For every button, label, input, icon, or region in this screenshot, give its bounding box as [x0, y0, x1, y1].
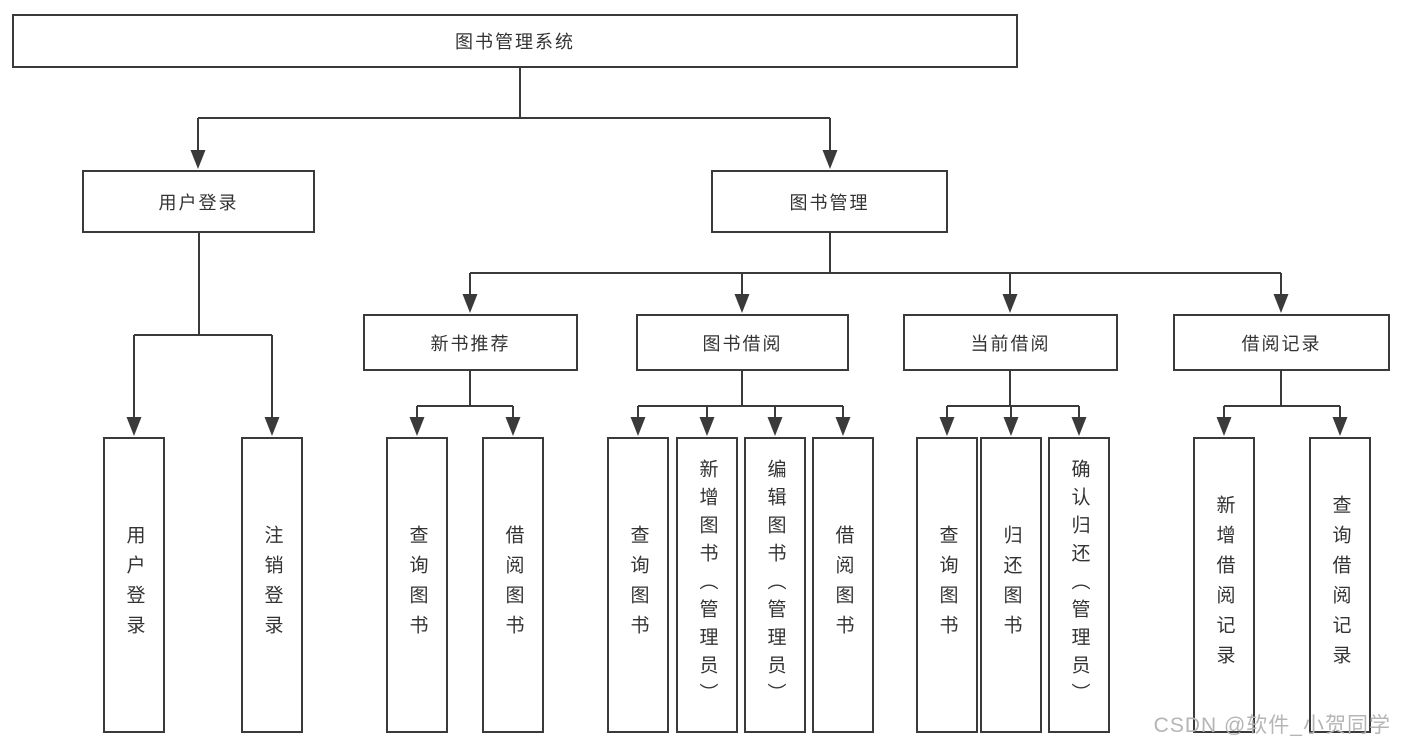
- node-book-borrow-label: 图书借阅: [702, 333, 783, 354]
- node-book-borrow: 图书借阅: [636, 314, 849, 371]
- node-leaf-br-add-record: 新增借阅记录: [1193, 437, 1255, 733]
- node-leaf-bb-edit-book-label: 编辑图书（管理员）: [764, 459, 786, 711]
- node-leaf-nb-query-book: 查询图书: [386, 437, 448, 733]
- node-leaf-cb-confirm-return-label: 确认归还（管理员）: [1068, 459, 1090, 711]
- node-borrow-records-label: 借阅记录: [1241, 333, 1322, 354]
- node-book-management-label: 图书管理: [789, 192, 870, 213]
- node-leaf-user-login: 用户登录: [103, 437, 165, 733]
- node-leaf-logout: 注销登录: [241, 437, 303, 733]
- node-leaf-cb-query-book-label: 查询图书: [936, 525, 958, 645]
- node-leaf-bb-add-book: 新增图书（管理员）: [676, 437, 738, 733]
- node-leaf-bb-borrow-book: 借阅图书: [812, 437, 874, 733]
- node-book-management: 图书管理: [711, 170, 948, 233]
- node-leaf-cb-return-book-label: 归还图书: [1000, 525, 1022, 645]
- node-current-borrow-label: 当前借阅: [970, 333, 1051, 354]
- node-leaf-br-add-record-label: 新增借阅记录: [1213, 495, 1235, 675]
- node-leaf-cb-return-book: 归还图书: [980, 437, 1042, 733]
- node-leaf-br-query-record-label: 查询借阅记录: [1329, 495, 1351, 675]
- node-leaf-bb-edit-book: 编辑图书（管理员）: [744, 437, 806, 733]
- csdn-watermark: CSDN @软件_小贺同学: [1153, 714, 1391, 737]
- connector-paths: [133, 68, 1341, 422]
- node-new-book-recommend: 新书推荐: [363, 314, 578, 371]
- node-leaf-nb-borrow-book-label: 借阅图书: [502, 525, 524, 645]
- node-current-borrow: 当前借阅: [903, 314, 1118, 371]
- node-new-book-recommend-label: 新书推荐: [430, 333, 511, 354]
- node-root: 图书管理系统: [12, 14, 1018, 68]
- node-leaf-bb-borrow-book-label: 借阅图书: [832, 525, 854, 645]
- node-leaf-cb-confirm-return: 确认归还（管理员）: [1048, 437, 1110, 733]
- node-leaf-bb-query-book-label: 查询图书: [627, 525, 649, 645]
- node-user-login-label: 用户登录: [158, 192, 239, 213]
- node-leaf-user-login-label: 用户登录: [123, 525, 145, 645]
- node-leaf-bb-add-book-label: 新增图书（管理员）: [696, 459, 718, 711]
- node-leaf-cb-query-book: 查询图书: [916, 437, 978, 733]
- node-leaf-logout-label: 注销登录: [261, 525, 283, 645]
- node-leaf-nb-query-book-label: 查询图书: [406, 525, 428, 645]
- node-leaf-br-query-record: 查询借阅记录: [1309, 437, 1371, 733]
- node-user-login: 用户登录: [82, 170, 315, 233]
- node-borrow-records: 借阅记录: [1173, 314, 1390, 371]
- node-root-label: 图书管理系统: [455, 32, 575, 52]
- node-leaf-bb-query-book: 查询图书: [607, 437, 669, 733]
- node-leaf-nb-borrow-book: 借阅图书: [482, 437, 544, 733]
